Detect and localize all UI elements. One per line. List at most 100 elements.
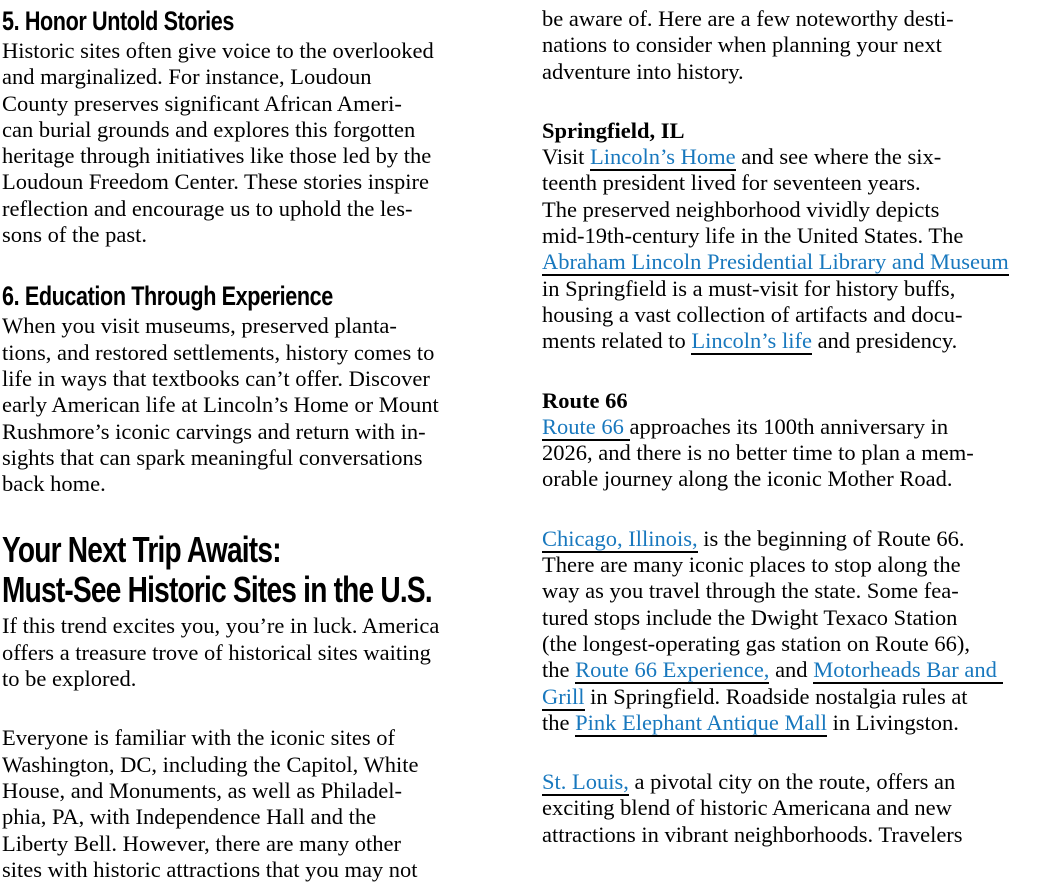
iconic-sites-paragraph-line-5: Liberty Bell. However, there are many ot… bbox=[2, 831, 518, 857]
text-run: offers a treasure trove of historical si… bbox=[2, 639, 431, 665]
text-run: to be explored. bbox=[2, 666, 137, 692]
abraham-lincoln-presidential-library-and-museum-link[interactable]: Abraham Lincoln Presidential Library and… bbox=[542, 249, 1009, 277]
st-louis-paragraph-line-1: St. Louis, a pivotal city on the route, … bbox=[542, 769, 1054, 797]
text-run: be aware of. Here are a few noteworthy d… bbox=[542, 6, 954, 31]
text-run: is the beginning of Route 66. bbox=[697, 525, 965, 551]
text-run: Rushmore’s iconic carvings and return wi… bbox=[2, 418, 426, 444]
illinois-stops-paragraph-line-1: Chicago, Illinois, is the beginning of R… bbox=[542, 525, 1054, 553]
springfield-paragraph-line-3: The preserved neighborhood vividly depic… bbox=[542, 197, 1054, 223]
intro-paragraph-line-3: to be explored. bbox=[2, 666, 518, 692]
text-run: The preserved neighborhood vividly depic… bbox=[542, 196, 940, 222]
iconic-sites-paragraph-line-3: House, and Monuments, as well as Philade… bbox=[2, 778, 518, 804]
text-run: teenth president lived for seventeen yea… bbox=[542, 170, 921, 196]
section-6-paragraph-line-5: Rushmore’s iconic carvings and return wi… bbox=[2, 419, 518, 445]
column-2: be aware of. Here are a few noteworthy d… bbox=[542, 6, 1054, 890]
chicago-illinois-link[interactable]: Chicago, Illinois, bbox=[542, 525, 698, 553]
text-run: Washington, DC, including the Capitol, W… bbox=[2, 751, 419, 777]
st-louis-paragraph-line-3: attractions in vibrant neighborhoods. Tr… bbox=[542, 822, 1054, 848]
section-5-paragraph-line-4: can burial grounds and explores this for… bbox=[2, 117, 518, 143]
route-66-paragraph-line-2: 2026, and there is no better time to pla… bbox=[542, 440, 1054, 466]
route-66-link[interactable]: Route 66 bbox=[542, 413, 630, 441]
text-run: a pivotal city on the route, offers an bbox=[628, 769, 956, 795]
text-run: and presidency. bbox=[811, 328, 958, 354]
continuation-paragraph: be aware of. Here are a few noteworthy d… bbox=[542, 6, 1054, 85]
text-run: House, and Monuments, as well as Philade… bbox=[2, 777, 402, 803]
text-run: Liberty Bell. However, there are many ot… bbox=[2, 830, 401, 856]
section-5-paragraph-line-3: County preserves significant African Ame… bbox=[2, 91, 518, 117]
text-run: adventure into history. bbox=[542, 58, 744, 84]
text-run: When you visit museums, preserved planta… bbox=[2, 313, 397, 339]
next-trip-title: Your Next Trip Awaits:Must-See Historic … bbox=[2, 530, 518, 610]
text-run: reflection and encourage us to uphold th… bbox=[2, 195, 413, 221]
motorheads-bar-and-grill-link[interactable]: Grill bbox=[542, 683, 585, 711]
iconic-sites-paragraph-line-6: sites with historic attractions that you… bbox=[2, 857, 518, 883]
illinois-stops-paragraph-line-7: Grill in Springfield. Roadside nostalgia… bbox=[542, 683, 1054, 711]
text-run: nations to consider when planning your n… bbox=[542, 32, 942, 58]
section-6-paragraph-line-4: early American life at Lincoln’s Home or… bbox=[2, 392, 518, 418]
st-louis-paragraph: St. Louis, a pivotal city on the route, … bbox=[542, 769, 1054, 848]
route-66-paragraph: Route 66 approaches its 100th anniversar… bbox=[542, 413, 1054, 493]
text-run: There are many iconic places to stop alo… bbox=[542, 552, 961, 578]
continuation-paragraph-line-2: nations to consider when planning your n… bbox=[542, 32, 1054, 58]
text-run: early American life at Lincoln’s Home or… bbox=[2, 392, 439, 418]
route-66-paragraph-line-1: Route 66 approaches its 100th anniversar… bbox=[542, 413, 1054, 441]
continuation-paragraph-line-1: be aware of. Here are a few noteworthy d… bbox=[542, 6, 1054, 32]
text-run: Everyone is familiar with the iconic sit… bbox=[2, 725, 396, 751]
section-6-paragraph-line-6: sights that can spark meaningful convers… bbox=[2, 445, 518, 471]
section-5-heading: 5. Honor Untold Stories bbox=[2, 6, 518, 36]
intro-paragraph-line-2: offers a treasure trove of historical si… bbox=[2, 640, 518, 666]
text-run: 6. Education Through Experience bbox=[2, 281, 333, 312]
text-run: Route 66 bbox=[542, 387, 628, 413]
text-run: 2026, and there is no better time to pla… bbox=[542, 440, 974, 466]
text-run: ments related to bbox=[542, 328, 692, 354]
section-5-paragraph-line-6: Loudoun Freedom Center. These stories in… bbox=[2, 169, 518, 195]
route-66-experience-link[interactable]: Route 66 Experience, bbox=[575, 657, 770, 685]
iconic-sites-paragraph-line-2: Washington, DC, including the Capitol, W… bbox=[2, 752, 518, 778]
motorheads-bar-and-grill-link[interactable]: Motorheads Bar and bbox=[813, 657, 1003, 685]
springfield-paragraph-line-8: ments related to Lincoln’s life and pres… bbox=[542, 328, 1054, 356]
pink-elephant-antique-mall-link[interactable]: Pink Elephant Antique Mall bbox=[575, 709, 827, 737]
next-trip-title-line-2: Must-See Historic Sites in the U.S. bbox=[2, 570, 433, 610]
text-run: sights that can spark meaningful convers… bbox=[2, 444, 423, 470]
springfield-paragraph-line-7: housing a vast collection of artifacts a… bbox=[542, 302, 1054, 328]
lincolns-life-link[interactable]: Lincoln’s life bbox=[691, 328, 812, 356]
section-5-paragraph: Historic sites often give voice to the o… bbox=[2, 38, 518, 248]
section-5-paragraph-line-8: sons of the past. bbox=[2, 222, 518, 248]
text-run: the bbox=[542, 709, 576, 735]
text-run: Historic sites often give voice to the o… bbox=[2, 38, 434, 63]
text-run: can burial grounds and explores this for… bbox=[2, 116, 416, 142]
st-louis-paragraph-line-2: exciting blend of historic Americana and… bbox=[542, 795, 1054, 821]
text-run: approaches its 100th anniversary in bbox=[629, 413, 949, 439]
section-6-heading-line-1: 6. Education Through Experience bbox=[2, 281, 415, 311]
text-run: attractions in vibrant neighborhoods. Tr… bbox=[542, 821, 963, 847]
illinois-stops-paragraph-line-5: (the longest-operating gas station on Ro… bbox=[542, 631, 1054, 657]
springfield-heading-line-1: Springfield, IL bbox=[542, 118, 1054, 144]
lincolns-home-link[interactable]: Lincoln’s Home bbox=[590, 144, 736, 172]
illinois-stops-paragraph-line-3: way as you travel through the state. Som… bbox=[542, 578, 1054, 604]
springfield-paragraph-line-4: mid-19th-century life in the United Stat… bbox=[542, 223, 1054, 249]
st-louis-link[interactable]: St. Louis, bbox=[542, 769, 629, 797]
text-run: and see where the six- bbox=[735, 144, 942, 170]
text-run: sons of the past. bbox=[2, 222, 147, 248]
text-run: (the longest-operating gas station on Ro… bbox=[542, 630, 971, 656]
next-trip-title-line-1: Your Next Trip Awaits: bbox=[2, 530, 404, 570]
text-run: in Springfield. Roadside nostalgia rules… bbox=[584, 683, 968, 709]
illinois-stops-paragraph-line-4: tured stops include the Dwight Texaco St… bbox=[542, 605, 1054, 631]
section-5-paragraph-line-5: heritage through initiatives like those … bbox=[2, 143, 518, 169]
route-66-paragraph-line-3: orable journey along the iconic Mother R… bbox=[542, 466, 1054, 492]
illinois-stops-paragraph-line-8: the Pink Elephant Antique Mall in Living… bbox=[542, 709, 1054, 737]
section-6-paragraph-line-3: life in ways that textbooks can’t offer.… bbox=[2, 366, 518, 392]
text-run: Must-See Historic Sites in the U.S. bbox=[2, 569, 433, 611]
continuation-paragraph-line-3: adventure into history. bbox=[542, 59, 1054, 85]
text-run: heritage through initiatives like those … bbox=[2, 143, 432, 169]
text-run: housing a vast collection of artifacts a… bbox=[542, 301, 963, 327]
text-run: Springfield, IL bbox=[542, 117, 685, 143]
text-run: back home. bbox=[2, 471, 106, 497]
text-run: life in ways that textbooks can’t offer.… bbox=[2, 365, 430, 391]
text-run: mid-19th-century life in the United Stat… bbox=[542, 223, 964, 249]
springfield-heading: Springfield, IL bbox=[542, 118, 1054, 144]
illinois-stops-paragraph-line-2: There are many iconic places to stop alo… bbox=[542, 552, 1054, 578]
route-66-heading-line-1: Route 66 bbox=[542, 388, 1054, 414]
text-run: in Springfield is a must-visit for histo… bbox=[542, 275, 956, 301]
